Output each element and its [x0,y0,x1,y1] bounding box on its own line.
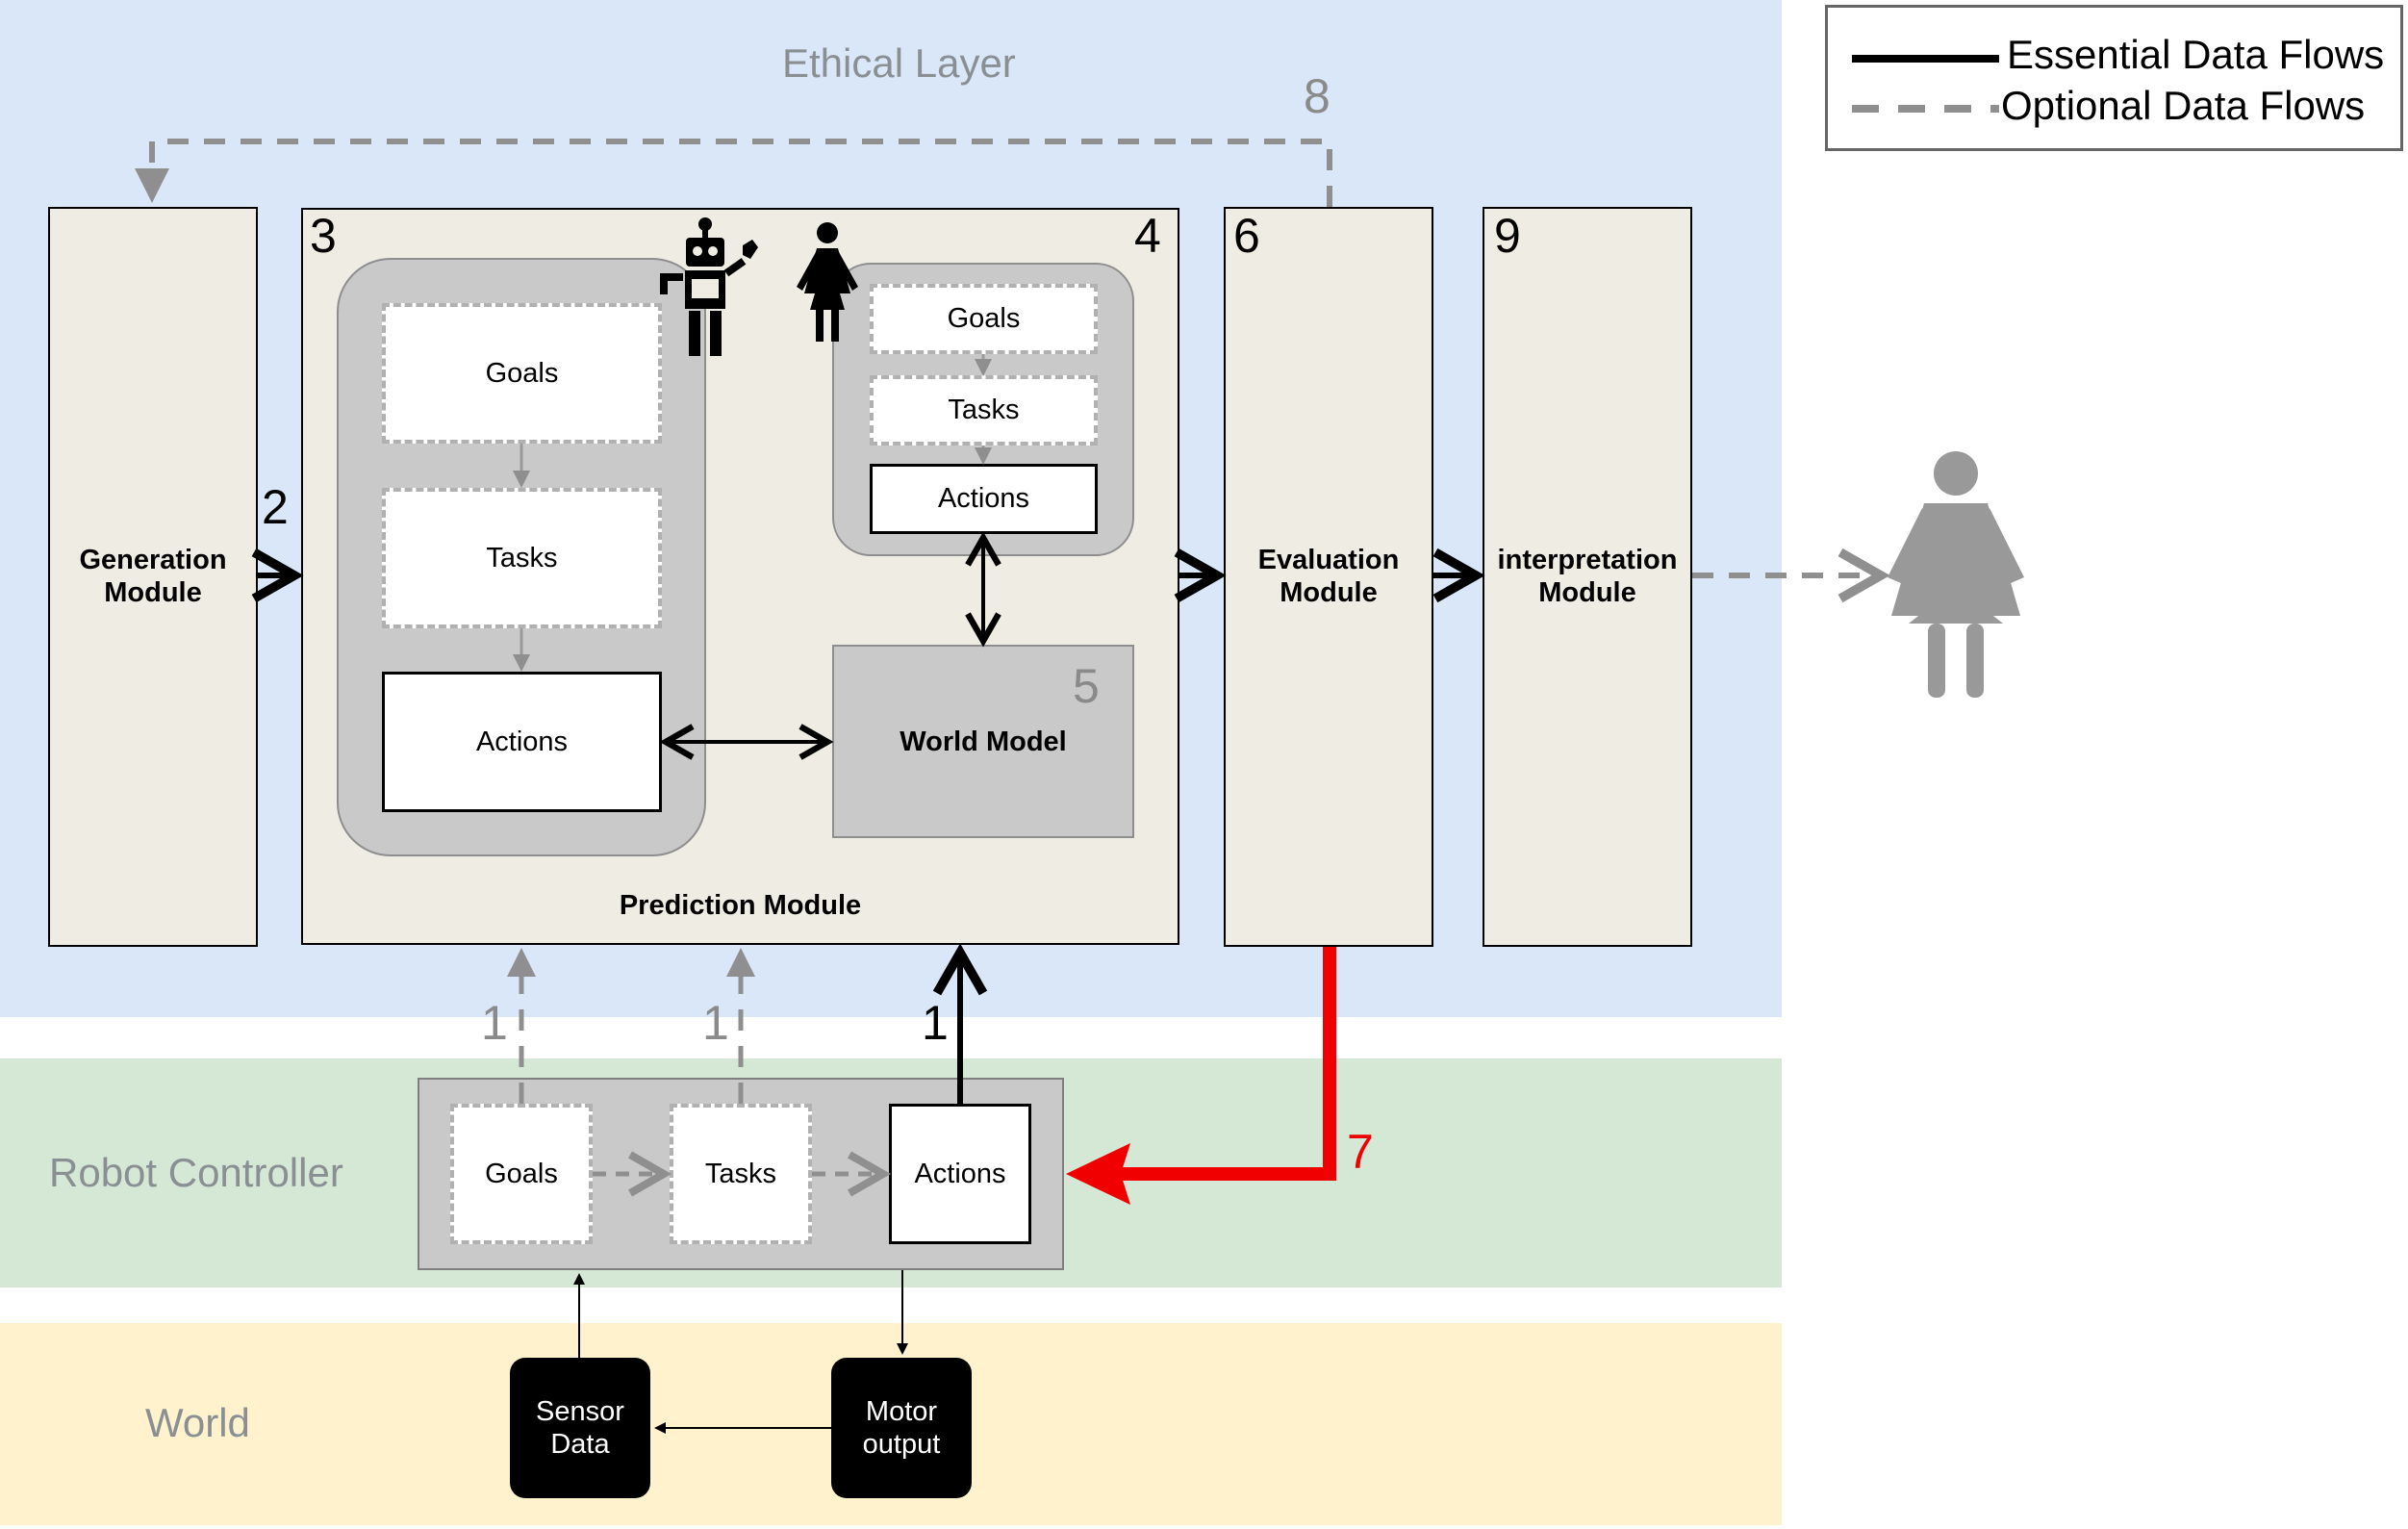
interpretation-module-title: interpretation Module [1484,544,1690,609]
label-5: 5 [1073,659,1100,713]
sensor-line2: Data [550,1429,610,1460]
label-1-actions: 1 [922,996,949,1050]
controller-goals-box: Goals [450,1104,593,1244]
evaluation-module: Evaluation Module [1224,207,1433,947]
human-observer-icon [1888,451,2024,698]
evaluation-module-title: Evaluation Module [1226,544,1432,609]
feedback-7-arrowhead [1066,1143,1130,1205]
robot-actions-box: Actions [382,672,662,812]
generation-module-title: Generation Module [50,544,256,609]
motor-line2: output [862,1429,941,1460]
generation-title-line2: Module [104,577,202,608]
label-6: 6 [1233,209,1260,263]
robot-icon [660,217,758,356]
label-1-tasks: 1 [702,996,729,1050]
label-1-goals: 1 [481,996,508,1050]
label-7: 7 [1347,1125,1374,1179]
interpretation-title-line2: Module [1538,577,1636,608]
controller-tasks-box: Tasks [670,1104,812,1244]
robot-goals-box: Goals [382,303,662,444]
generation-title-line1: Generation [79,545,227,575]
label-9: 9 [1494,209,1521,263]
label-8: 8 [1304,69,1331,123]
ethical-layer-label: Ethical Layer [782,40,1016,86]
legend-essential-label: Essential Data Flows [2007,32,2385,77]
label-3: 3 [310,209,337,263]
motor-line1: Motor [865,1396,938,1427]
legend: Essential Data Flows Optional Data Flows [1825,5,2403,151]
motor-output-box: Motor output [831,1358,972,1498]
sensor-data-box: Sensor Data [510,1358,650,1498]
world-model-title: World Model [900,726,1067,757]
robot-tasks-box: Tasks [382,488,662,628]
feedback-7-arrow [1087,947,1336,1181]
controller-actions-box: Actions [889,1104,1031,1244]
label-4: 4 [1134,209,1161,263]
generation-module: Generation Module [48,207,258,947]
interpretation-module: interpretation Module [1483,207,1692,947]
feedback-8-arrow [135,139,1332,207]
prediction-module-title: Prediction Module [619,890,862,921]
world-label: World [145,1400,250,1445]
robot-controller-label: Robot Controller [49,1150,343,1195]
evaluation-title-line2: Module [1280,577,1378,608]
sensor-line1: Sensor [536,1396,624,1427]
human-goals-box: Goals [870,284,1098,354]
interpretation-title-line1: interpretation [1497,545,1678,575]
human-actions-box: Actions [870,464,1098,534]
label-2: 2 [262,480,289,534]
legend-swatches [1852,55,1999,113]
evaluation-title-line1: Evaluation [1257,545,1400,575]
woman-icon [797,222,858,342]
human-tasks-box: Tasks [870,375,1098,446]
legend-optional-label: Optional Data Flows [2001,83,2366,128]
